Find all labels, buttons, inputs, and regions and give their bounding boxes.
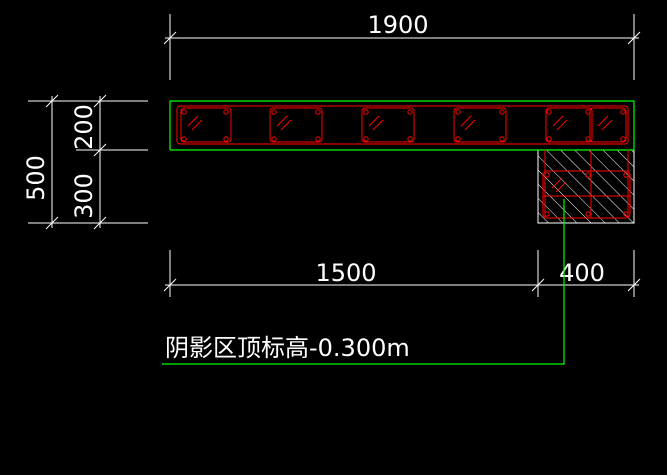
rebar-circle-icon bbox=[315, 136, 321, 142]
stirrup-3 bbox=[361, 107, 415, 143]
hook-3 bbox=[368, 115, 384, 131]
stirrup-6 bbox=[589, 107, 627, 143]
rebar-circle-icon bbox=[181, 109, 187, 115]
rebar-circle-icon bbox=[544, 172, 550, 178]
rebar-circle-icon bbox=[271, 109, 277, 115]
hook-7 bbox=[551, 177, 567, 193]
rebar-circle-icon bbox=[455, 109, 461, 115]
rebar-circle-icon bbox=[407, 109, 413, 115]
rebar-circle-icon bbox=[585, 172, 591, 178]
stirrup-1 bbox=[180, 107, 232, 143]
rebar-circle-icon bbox=[546, 109, 552, 115]
rebar-circle-icon bbox=[223, 109, 229, 115]
left-dimension-total-label: 500 bbox=[22, 155, 50, 201]
stirrup-5 bbox=[545, 107, 593, 143]
rebar-circle-icon bbox=[585, 109, 591, 115]
rebar-circle-icon bbox=[623, 211, 629, 217]
bottom-dimension-right-label: 400 bbox=[559, 259, 605, 287]
top-dimension-label: 1900 bbox=[367, 11, 428, 39]
hook-2 bbox=[276, 115, 292, 131]
rebar-circle-icon bbox=[499, 109, 505, 115]
left-dimension-lower-label: 300 bbox=[70, 173, 98, 219]
rebar-circle-icon bbox=[223, 136, 229, 142]
rebar-circle-icon bbox=[544, 211, 550, 217]
rebar-circle-icon bbox=[181, 136, 187, 142]
rebar-circle-icon bbox=[363, 136, 369, 142]
rebar-cage bbox=[176, 105, 631, 219]
rebar-bars bbox=[181, 109, 629, 217]
hook-5 bbox=[552, 115, 568, 131]
rebar-circle-icon bbox=[499, 136, 505, 142]
rebar-circle-icon bbox=[620, 109, 626, 115]
bottom-dimension bbox=[163, 250, 641, 297]
rebar-circle-icon bbox=[585, 136, 591, 142]
hook-4 bbox=[460, 115, 476, 131]
corner-stirrup-outer bbox=[542, 170, 631, 219]
bottom-dimension-left-label: 1500 bbox=[315, 259, 376, 287]
outer-stirrup bbox=[176, 105, 629, 145]
rebar-circle-icon bbox=[315, 109, 321, 115]
hook-6 bbox=[597, 115, 613, 131]
hook-1 bbox=[187, 115, 203, 131]
shaded-zone-note: 阴影区顶标高-0.300m bbox=[165, 334, 410, 362]
top-dimension bbox=[163, 14, 641, 80]
stirrup-4 bbox=[453, 107, 507, 143]
beam-outline bbox=[169, 100, 635, 151]
rebar-circle-icon bbox=[585, 211, 591, 217]
left-dimension bbox=[28, 94, 148, 230]
rebar-circle-icon bbox=[271, 136, 277, 142]
note-leader-line bbox=[162, 199, 565, 365]
left-dimension-upper-label: 200 bbox=[70, 104, 98, 150]
rebar-circle-icon bbox=[546, 136, 552, 142]
rebar-circle-icon bbox=[407, 136, 413, 142]
stirrup-2 bbox=[269, 107, 323, 143]
rebar-circle-icon bbox=[620, 136, 626, 142]
rebar-circle-icon bbox=[623, 172, 629, 178]
rebar-circle-icon bbox=[363, 109, 369, 115]
rebar-circle-icon bbox=[455, 136, 461, 142]
shaded-zone bbox=[537, 149, 635, 224]
